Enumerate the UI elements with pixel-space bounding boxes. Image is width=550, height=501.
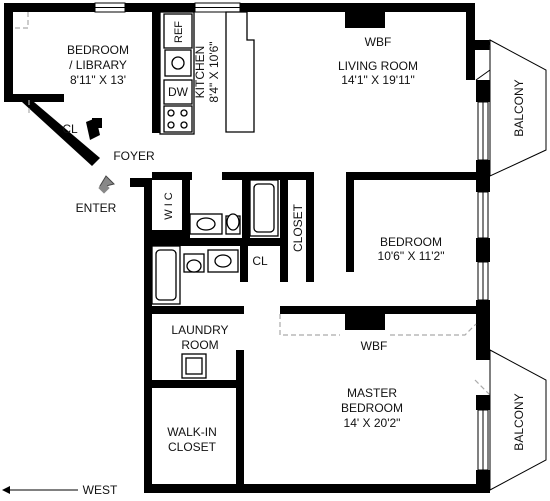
kitchen-dims: 8'4" X 10'6" [207,41,221,102]
windows [94,2,489,471]
foyer-label: FOYER [113,149,155,163]
living-room-name: LIVING ROOM [338,59,418,73]
bedroom-name: BEDROOM [380,235,442,249]
bedroom-library-name-1: BEDROOM [67,43,129,57]
west-arrow-icon [2,486,78,494]
interior-walls [130,3,476,492]
wic-label: W I C [163,192,175,220]
laundry-name-1: LAUNDRY [171,323,228,337]
exterior-walls [4,3,490,493]
bedroom-library-dims: 8'11" X 13' [70,73,126,87]
wbf-top-label: WBF [365,35,392,49]
enter-arrow [98,175,115,194]
living-room-dims: 14'1" X 19'11" [341,73,415,87]
balcony-top-label: BALCONY [512,79,526,136]
balconies [475,39,547,491]
walk-in-closet-name-2: CLOSET [168,440,217,454]
enter-label: ENTER [76,201,117,215]
bathroom-fixtures [151,179,279,379]
wbf-bottom-label: WBF [361,339,388,353]
kitchen-name: KITCHEN [193,46,207,99]
west-label: WEST [83,483,118,497]
cl-bath-label: CL [252,254,268,268]
ref-label: REF [173,21,185,43]
walk-in-closet-name-1: WALK-IN [167,425,217,439]
master-bedroom-name-1: MASTER [347,386,397,400]
bedroom-library-name-2: / LIBRARY [69,58,127,72]
master-bedroom-name-2: BEDROOM [341,401,403,415]
bedroom-dims: 10'6" X 11'2" [378,249,445,263]
laundry-name-2: ROOM [181,338,218,352]
dw-label: DW [168,85,189,99]
closet-label: CLOSET [291,203,305,252]
cl-top-label: CL [62,122,78,136]
balcony-bottom-label: BALCONY [512,393,526,450]
master-bedroom-dims: 14' X 20'2" [344,416,401,430]
kitchen-fixtures [159,11,255,135]
